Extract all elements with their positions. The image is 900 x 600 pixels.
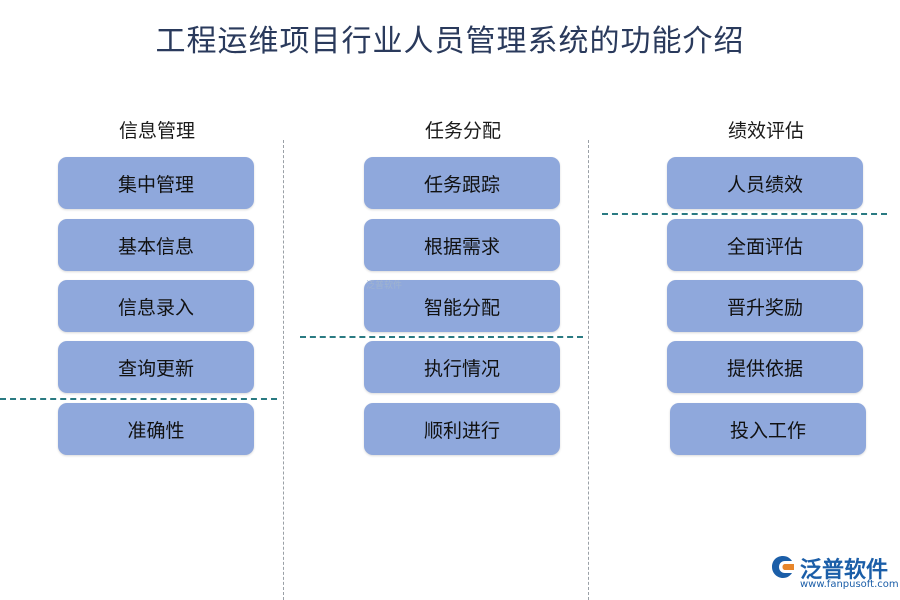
task-item-5: 顺利进行 bbox=[364, 403, 560, 455]
fanpu-logo-icon bbox=[772, 556, 794, 578]
info-item-4: 查询更新 bbox=[58, 341, 254, 393]
task-item-4: 执行情况 bbox=[364, 341, 560, 393]
brand-url: www.fanpusoft.com bbox=[800, 579, 899, 590]
task-item-1: 任务跟踪 bbox=[364, 157, 560, 209]
column-divider bbox=[283, 140, 284, 600]
brand-name: 泛普软件 bbox=[800, 558, 889, 583]
task-item-2: 根据需求 bbox=[364, 219, 560, 271]
brand-logo: 泛普软件 www.fanpusoft.com bbox=[770, 552, 899, 592]
performance-item-4: 提供依据 bbox=[667, 341, 863, 393]
info-item-1: 集中管理 bbox=[58, 157, 254, 209]
performance-item-3: 晋升奖励 bbox=[667, 280, 863, 332]
info-item-5: 准确性 bbox=[58, 403, 254, 455]
info-item-3: 信息录入 bbox=[58, 280, 254, 332]
column-heading-performance: 绩效评估 bbox=[727, 120, 804, 142]
task-item-3: 智能分配 bbox=[364, 280, 560, 332]
page-title: 工程运维项目行业人员管理系统的功能介绍 bbox=[155, 24, 745, 59]
performance-item-5: 投入工作 bbox=[670, 403, 866, 455]
info-item-2: 基本信息 bbox=[58, 219, 254, 271]
performance-item-1: 人员绩效 bbox=[667, 157, 863, 209]
row-divider bbox=[0, 398, 277, 400]
performance-item-2: 全面评估 bbox=[667, 219, 863, 271]
watermark: 泛普软件 bbox=[366, 281, 403, 291]
column-divider bbox=[588, 140, 589, 600]
column-heading-info: 信息管理 bbox=[118, 120, 195, 142]
row-divider bbox=[300, 336, 583, 338]
row-divider bbox=[602, 213, 887, 215]
column-heading-task: 任务分配 bbox=[424, 120, 501, 142]
